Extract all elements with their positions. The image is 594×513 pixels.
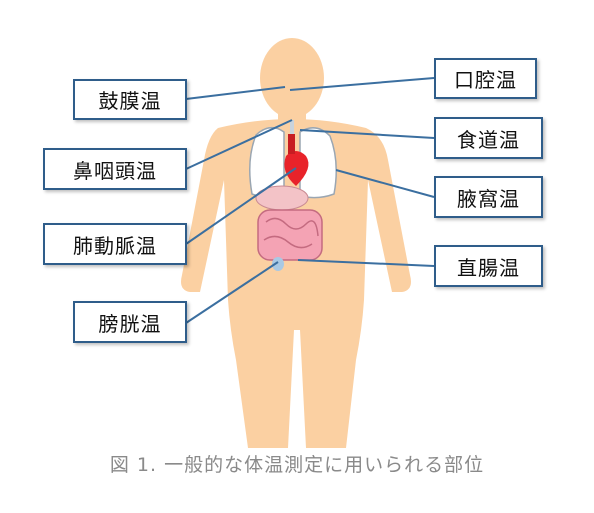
- label-esophageal: 食道温: [434, 117, 543, 159]
- label-tympanic: 鼓膜温: [73, 79, 187, 120]
- label-oral: 口腔温: [434, 58, 537, 99]
- intestines: [257, 209, 323, 261]
- leader-lines: [185, 77, 435, 324]
- heart: [284, 151, 309, 186]
- bladder-organ: [272, 257, 284, 271]
- label-bladder: 膀胱温: [73, 301, 187, 343]
- label-pulmonary-artery: 肺動脈温: [43, 223, 187, 265]
- label-nasopharyngeal: 鼻咽頭温: [43, 148, 187, 190]
- body-silhouette: [181, 38, 411, 448]
- figure-caption: 図 1. 一般的な体温測定に用いられる部位: [109, 454, 485, 476]
- label-rectal: 直腸温: [434, 245, 543, 287]
- aorta: [288, 134, 295, 154]
- label-axillary: 腋窩温: [434, 176, 543, 218]
